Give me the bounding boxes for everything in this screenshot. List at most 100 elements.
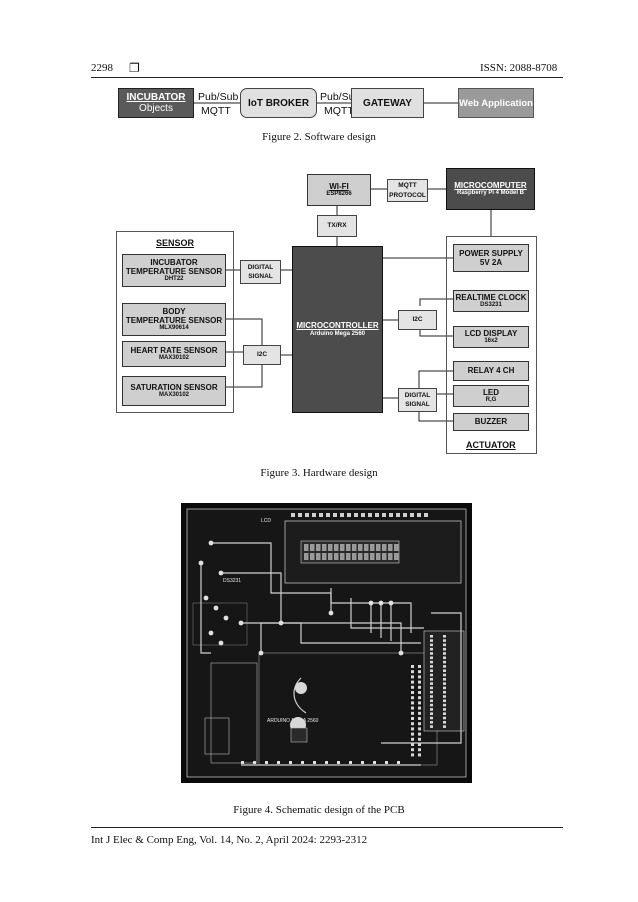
incubator-temp-sub: DHT22 [164, 276, 184, 283]
led-title: LED [483, 387, 499, 397]
header-rule [91, 77, 563, 78]
pcb-image: ARDUINO MEGA 2560 LCD DS3231 [181, 503, 472, 783]
relay-box: RELAY 4 CH [453, 361, 529, 381]
pcb-pad [418, 685, 421, 689]
mqtt-label-2: MQTT [324, 105, 354, 117]
pcb-pad [411, 737, 414, 741]
pcb-pad [364, 544, 369, 551]
pcb-pad [430, 716, 433, 720]
pcb-pad [411, 732, 414, 736]
body-temperature-sensor-box: BODY TEMPERATURE SENSOR MLX90614 [122, 303, 226, 336]
pcb-pad [346, 553, 351, 560]
lcd-display-box: LCD DISPLAY 16x2 [453, 326, 529, 348]
pcb-pad [430, 656, 433, 660]
pcb-pad [411, 675, 414, 679]
saturation-sub: MAX30102 [158, 392, 190, 399]
pcb-pad [443, 686, 446, 690]
pcb-pad [322, 553, 327, 560]
pubsub-label-2: Pub/Sub [320, 91, 361, 103]
pcb-pad [430, 669, 433, 672]
pcb-pad [375, 513, 379, 517]
pcb-pad [443, 703, 446, 707]
pcb-pad [430, 686, 433, 690]
led-box: LED R,G [453, 385, 529, 407]
pcb-pad [418, 748, 421, 752]
pcb-pad [430, 703, 433, 707]
pcb-pad [443, 721, 446, 724]
heart-rate-sub: MAX30102 [158, 355, 190, 362]
pcb-pad [388, 553, 393, 560]
pcb-pad [340, 544, 345, 551]
pcb-pad [310, 553, 315, 560]
pcb-pad [388, 600, 394, 606]
pcb-pad [443, 699, 446, 703]
pcb-pad [443, 682, 446, 685]
pcb-pad [389, 513, 393, 517]
pcb-pad [313, 761, 316, 764]
pcb-lcd-label: LCD [261, 518, 271, 524]
pcb-pad [218, 640, 224, 646]
power-supply-line-1: POWER SUPPLY [459, 248, 523, 258]
incubator-sub: Objects [139, 103, 173, 114]
digital-signal-right-line-1: DIGITAL [404, 391, 431, 399]
pcb-pad [418, 737, 421, 741]
pcb-pad [443, 635, 446, 638]
power-supply-box: POWER SUPPLY 5V 2A [453, 244, 529, 272]
pcb-pad [418, 717, 421, 720]
pcb-pad [443, 690, 446, 694]
pcb-pad [430, 721, 433, 724]
pcb-pad [411, 743, 414, 746]
pcb-pad [241, 761, 244, 764]
pcb-pad [411, 706, 414, 710]
pcb-pad [198, 560, 204, 566]
buzzer-box: BUZZER [453, 413, 529, 431]
figure3-caption: Figure 3. Hardware design [260, 467, 378, 479]
microcomputer-sub: Raspberry Pi 4 Model B [456, 190, 525, 197]
pcb-pad [430, 652, 433, 655]
pcb-pad [403, 513, 407, 517]
pcb-pad [410, 513, 414, 517]
incubator-temp-line-1: INCUBATOR [150, 257, 198, 267]
pcb-pad [443, 652, 446, 655]
pcb-pad [340, 513, 344, 517]
pcb-pad [430, 673, 433, 677]
pcb-pad [361, 513, 365, 517]
issn: ISSN: 2088-8708 [480, 62, 558, 74]
pcb-pad [203, 595, 209, 601]
pcb-rtc-label: DS3231 [223, 578, 241, 584]
digital-signal-left-line-2: SIGNAL [248, 273, 273, 280]
lcd-sub: 16x2 [484, 338, 498, 345]
pcb-pad [388, 544, 393, 551]
i2c-label-right: I2C [398, 310, 437, 330]
saturation-title: SATURATION SENSOR [130, 382, 218, 392]
mqtt-protocol-line-2: PROTOCOL [389, 191, 426, 199]
pcb-pad [301, 761, 304, 764]
wifi-sub: ESP8266 [326, 191, 352, 198]
pcb-pad [443, 712, 446, 715]
pcb-pad [328, 553, 333, 560]
microcontroller-sub: Arduino Mega 2560 [309, 330, 365, 337]
pcb-pad [382, 544, 387, 551]
pcb-pad [305, 513, 309, 517]
pcb-pad [394, 553, 399, 560]
microcontroller-box: MICROCONTROLLER Arduino Mega 2560 [292, 246, 383, 413]
pcb-pad [304, 553, 309, 560]
sensor-group-title: SENSOR [156, 238, 195, 248]
pubsub-label-1: Pub/Sub [198, 91, 239, 103]
pcb-pad [238, 620, 244, 626]
pcb-pad [430, 665, 433, 668]
pcb-pad [218, 570, 224, 576]
pcb-pad [443, 665, 446, 668]
pcb-pad [411, 711, 414, 715]
pcb-pad [208, 630, 214, 636]
pcb-pad [430, 660, 433, 664]
page-number: 2298 [91, 62, 113, 74]
incubator-temperature-sensor-box: INCUBATOR TEMPERATURE SENSOR DHT22 [122, 254, 226, 287]
pcb-pad [326, 513, 330, 517]
i2c-label-left: I2C [243, 345, 281, 365]
pcb-pad [397, 761, 400, 764]
pcb-pad [358, 553, 363, 560]
pcb-pad [443, 669, 446, 672]
pcb-pad [223, 615, 229, 621]
pcb-pad [337, 761, 340, 764]
